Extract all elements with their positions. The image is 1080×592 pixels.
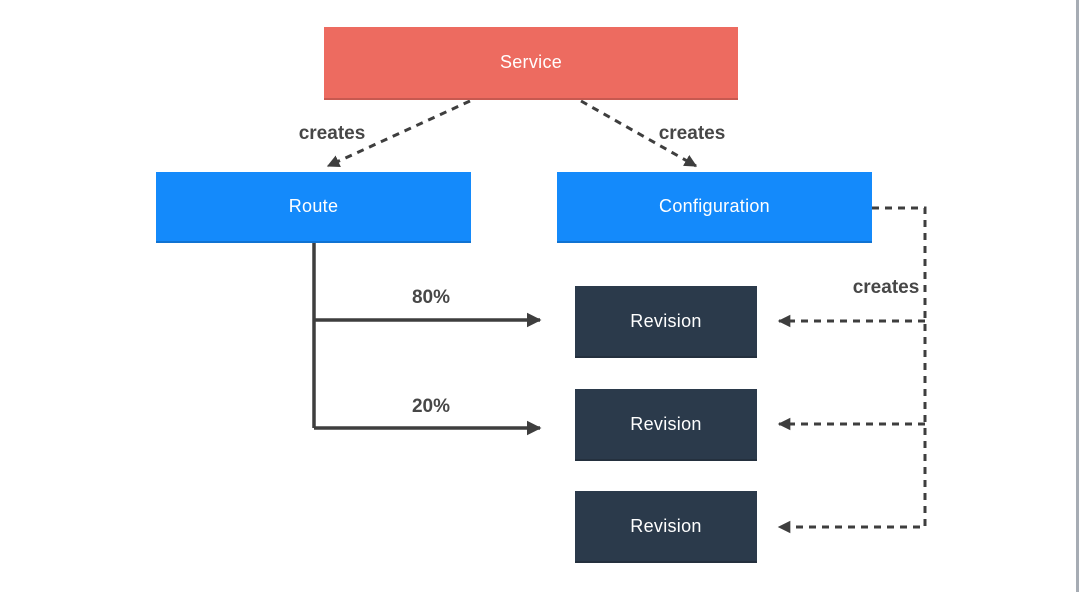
- revision-node-1-label: Revision: [630, 310, 702, 331]
- revision-node-2: Revision: [575, 389, 757, 461]
- edge-service-to-configuration: [580, 99, 698, 168]
- traffic-80-label: 80%: [411, 287, 451, 308]
- route-node: Route: [156, 172, 471, 243]
- window-edge-line: [1076, 0, 1079, 592]
- creates-route-label: creates: [298, 123, 366, 144]
- revision-node-3-label: Revision: [630, 515, 702, 536]
- route-node-label: Route: [288, 196, 339, 216]
- revision-node-3: Revision: [575, 491, 757, 563]
- traffic-20-label: 20%: [411, 396, 451, 417]
- edge-configuration-to-revision-3: [777, 206, 927, 534]
- creates-revisions-label: creates: [852, 277, 920, 298]
- configuration-node-label: Configuration: [659, 196, 770, 216]
- service-node: Service: [324, 27, 738, 100]
- service-node-label: Service: [499, 52, 563, 72]
- creates-configuration-label: creates: [658, 123, 726, 144]
- revision-node-2-label: Revision: [630, 413, 702, 434]
- edge-service-to-route: [326, 99, 471, 168]
- configuration-node: Configuration: [557, 172, 872, 243]
- revision-node-1: Revision: [575, 286, 757, 358]
